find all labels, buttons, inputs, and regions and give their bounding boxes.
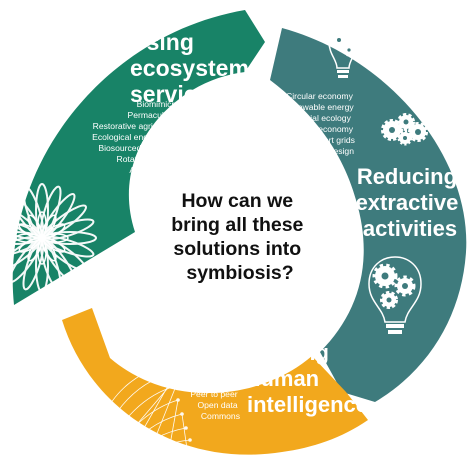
intelligence-item: Social enterprise <box>174 367 238 377</box>
segment-extractive-shape <box>270 28 467 402</box>
extractive-item: Eco-design <box>311 146 354 156</box>
extractive-item: Renewable energy <box>282 102 354 112</box>
extractive-item: Industrial ecology <box>284 113 352 123</box>
svg-text:Cooperative governance C: Cooperative governance Collaborative eco… <box>144 345 240 421</box>
ecosystem-title-line-1: Using <box>130 29 194 55</box>
segment-ecosystem: Using ecosystem services Biomimicry Perm… <box>0 10 265 305</box>
flower-icon <box>0 183 97 293</box>
svg-text:Sharing human inte: Sharing human intelligence <box>247 340 368 417</box>
gears-cluster-icon <box>381 113 428 146</box>
ecosystem-item: Restorative agriculture <box>93 121 179 131</box>
intelligence-item: Cooperative governance <box>144 345 238 355</box>
intelligence-item: Peer to peer <box>190 389 237 399</box>
extractive-item: Smart grids <box>311 135 355 145</box>
center-question-line-1: How can we <box>181 190 293 212</box>
intelligence-item: Open data <box>197 400 237 410</box>
svg-text:Circular economy Renewab: Circular economy Renewable energy Indust… <box>282 91 357 156</box>
segment-intelligence-shape <box>62 308 368 455</box>
intelligence-item: Collaborative economy <box>150 356 238 366</box>
extractive-title-line-3: activities <box>363 216 457 241</box>
ecosystem-title-line-2: ecosystem <box>130 55 249 81</box>
ecosystem-item: Biomimicry <box>137 99 180 109</box>
intelligence-title-line-3: intelligence <box>247 392 368 417</box>
ecosystem-item: Ecological engineering <box>92 132 179 142</box>
center-question-line-4: symbiosis? <box>186 262 293 284</box>
intelligence-title-line-1: Sharing <box>247 340 329 365</box>
ecosystem-item: Rotative grazing <box>117 154 179 164</box>
network-globe-icon <box>95 359 195 457</box>
extractive-title-line-1: Reducing <box>357 164 457 189</box>
extractive-item: Circular economy <box>286 91 354 101</box>
ecosystem-item: Permaculture <box>128 110 179 120</box>
svg-text:Using ecosystem se: Using ecosystem services <box>130 29 255 107</box>
center-question: How can we bring all these solutions int… <box>171 190 309 284</box>
svg-text:Biomimicry Permaculture: Biomimicry Permaculture Restorative agri… <box>92 99 182 175</box>
intelligence-item: Commons <box>201 411 240 421</box>
gears-lightbulb-icon <box>328 26 358 78</box>
extractive-item: Usage economy <box>291 124 354 134</box>
intelligence-title-line-2: human <box>247 366 319 391</box>
center-question-line-3: solutions into <box>173 238 301 260</box>
intelligence-item: Open source <box>188 378 237 388</box>
segment-intelligence: Cooperative governance Collaborative eco… <box>62 308 368 457</box>
center-question-line-2: bring all these <box>171 214 303 236</box>
segment-extractive: Circular economy Renewable energy Indust… <box>270 26 467 402</box>
ecosystem-item: Agroforestery <box>129 165 181 175</box>
svg-text:Reducing extractive: Reducing extractive activities <box>356 164 465 241</box>
extractive-title-line-2: extractive <box>356 190 459 215</box>
gears-lightbulb-icon <box>368 256 422 334</box>
ecosystem-title-line-3: services <box>130 81 222 107</box>
ecosystem-item: Biosourced materials <box>98 143 178 153</box>
